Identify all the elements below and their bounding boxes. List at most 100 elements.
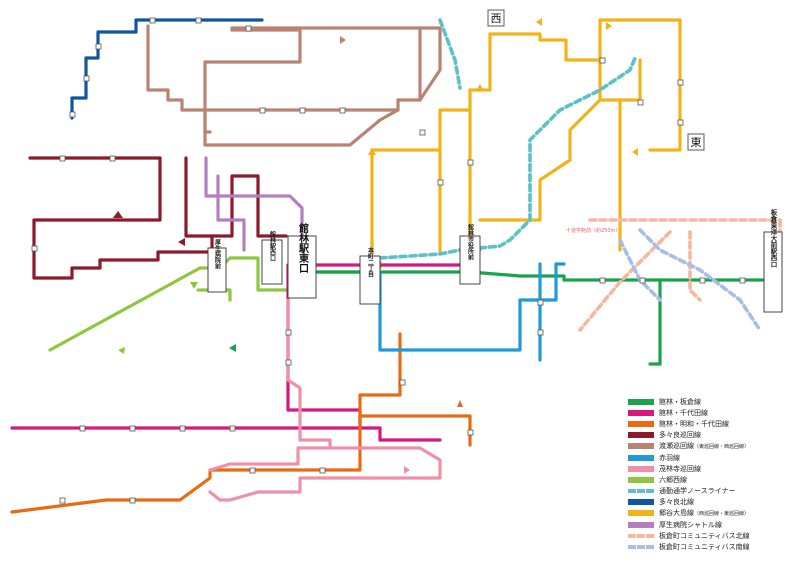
legend-label: 渡瀬巡回線: [659, 442, 694, 451]
stop: [299, 107, 306, 114]
stop: [195, 17, 202, 24]
stop: [699, 277, 706, 284]
legend-label: 館林・板倉線: [659, 397, 701, 406]
route-tb-meiwa: [10, 414, 472, 514]
stop: [537, 299, 544, 306]
legend-label: 茂林寺巡回線: [659, 464, 701, 473]
hub-city-hall[interactable]: 館林市役所前: [459, 223, 481, 285]
stop: [399, 379, 406, 386]
legend-item: 館林・明和・千代田線: [628, 418, 796, 429]
stop: [79, 425, 86, 432]
stop: [95, 43, 102, 50]
hub-kosei[interactable]: 厚生病院前: [207, 238, 227, 293]
route-watarase-b: [203, 108, 400, 147]
hub-label: 板倉東洋大前駅西口: [769, 207, 778, 267]
legend-label: 赤羽線: [659, 453, 680, 462]
stop: [437, 179, 444, 186]
hub-tatebayashi-west[interactable]: 館林駅西口: [261, 230, 283, 285]
stop: [59, 497, 66, 504]
legend-item: 板倉町コミュニティバス北線: [628, 530, 796, 541]
arrow-icon: [476, 84, 484, 91]
stop: [59, 155, 66, 162]
legend-swatch: [628, 510, 654, 517]
legend-item: 館林・板倉線: [628, 396, 796, 407]
legend-swatch: [628, 465, 654, 472]
arrow-icon: [457, 400, 463, 407]
route-tatara-loop-c: [184, 156, 214, 238]
stop: [319, 467, 326, 474]
route-tatara-loop: [32, 156, 288, 280]
legend-swatch: [628, 398, 654, 405]
stop: [467, 159, 474, 166]
arrow-icon: [229, 344, 236, 352]
legend-item: 厚生病院シャトル線: [628, 519, 796, 530]
stop: [419, 129, 426, 136]
stop: [677, 79, 684, 86]
legend-item: 板倉町コミュニティバス南線: [628, 541, 796, 552]
route-tatara-north: [70, 18, 264, 120]
hub-label: 館林駅東口: [297, 222, 310, 273]
hub-honcho[interactable]: 本町二丁目: [359, 246, 381, 305]
stop: [149, 17, 156, 24]
arrow-icon: [178, 238, 185, 246]
route-itakura-north: [578, 218, 782, 332]
stop: [339, 107, 346, 114]
route-tb-meiwa-b: [358, 332, 402, 418]
legend-item: 郷谷大島線（西巡回線・東巡回線）: [628, 508, 796, 519]
stop: [467, 429, 474, 436]
hubs: 館林駅東口 館林駅西口 本町二丁目 厚生病院前 館林市役所前 板倉東洋大前駅西口: [207, 207, 783, 313]
route-watarase: [146, 24, 422, 134]
compass-east: 東: [687, 133, 705, 151]
hub-tatebayashi-east[interactable]: 館林駅東口: [287, 222, 317, 299]
route-kosei-shuttle-b: [216, 174, 246, 252]
arrow-icon: [113, 211, 123, 218]
compass-west: 西: [487, 9, 505, 27]
route-kosei-shuttle: [204, 156, 304, 250]
stops: [31, 17, 746, 504]
arrow-icon: [340, 36, 346, 44]
legend-swatch: [628, 521, 654, 528]
compass-west-label: 西: [491, 12, 502, 25]
stop: [677, 119, 684, 126]
arrow-icon: [606, 22, 612, 30]
legend-item: 六郷西線: [628, 474, 796, 485]
legend-label: 板倉町コミュニティバス北線: [659, 531, 750, 540]
legend-item: 館林・千代田線: [628, 407, 796, 418]
legend-swatch: [628, 489, 654, 494]
legend-item: 赤羽線: [628, 452, 796, 463]
distance-note: 十道学館前（約250m）: [566, 227, 620, 234]
hub-label: 館林市役所前: [467, 223, 475, 261]
route-morinji: [208, 446, 442, 502]
legend-swatch: [628, 420, 654, 427]
stop: [245, 25, 252, 32]
route-akabane: [378, 262, 566, 352]
stop: [229, 425, 236, 432]
legend-item: 多々良北線: [628, 497, 796, 508]
stop: [599, 277, 606, 284]
stop: [69, 111, 76, 118]
stop: [285, 359, 292, 366]
legend-label: 多々良北線: [659, 498, 694, 507]
route-tb-itakura-b: [648, 278, 662, 366]
legend-label: 厚生病院シャトル線: [659, 520, 722, 529]
stop: [109, 155, 116, 162]
stop: [31, 245, 38, 252]
legend-label: 館林・明和・千代田線: [659, 419, 729, 428]
route-watarase-c: [418, 26, 442, 102]
legend-swatch: [628, 499, 654, 506]
hub-itakura-east[interactable]: 板倉東洋大前駅西口: [763, 207, 783, 313]
route-north-liner: [378, 18, 638, 260]
legend-label: 六郷西線: [659, 475, 687, 484]
legend-sublabel: （東巡回線・西巡回線）: [694, 443, 750, 450]
arrow-icon: [118, 347, 125, 354]
stop: [83, 75, 90, 82]
stop: [129, 425, 136, 432]
stop: [639, 277, 646, 284]
legend-item: 多々良巡回線: [628, 430, 796, 441]
compass-east-label: 東: [691, 136, 702, 149]
stop: [179, 425, 186, 432]
arrow-icon: [632, 148, 638, 156]
arrow-icon: [404, 466, 410, 474]
stop: [129, 497, 136, 504]
